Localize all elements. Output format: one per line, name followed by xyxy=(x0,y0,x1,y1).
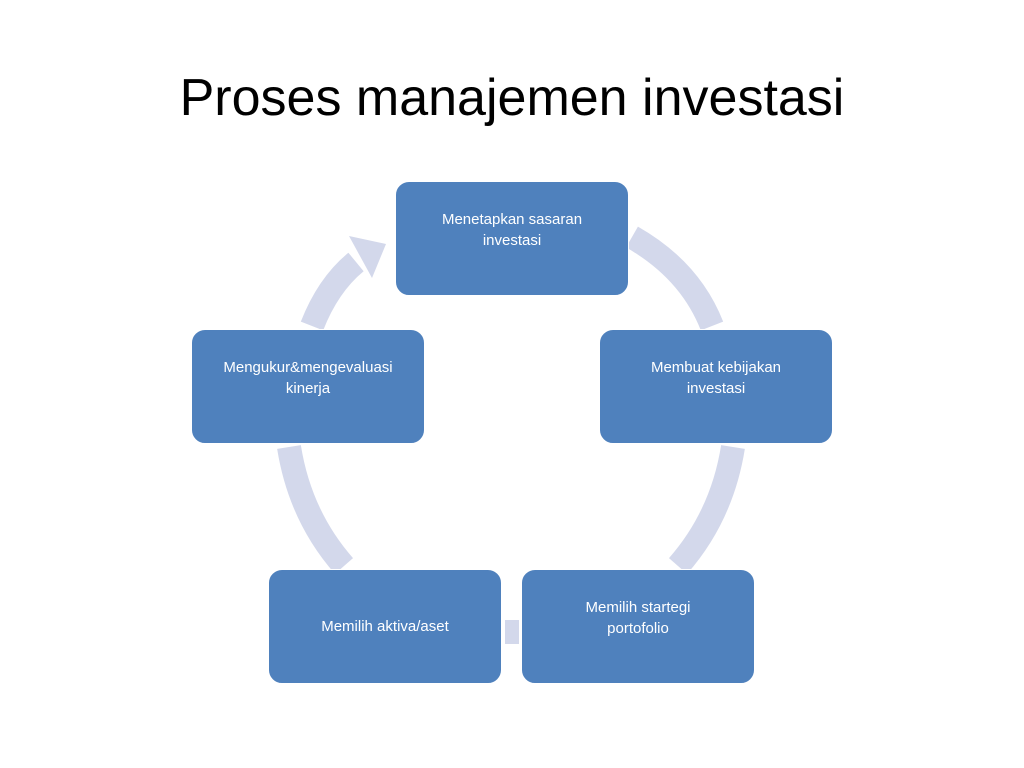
node-label: Menetapkan sasaran investasi xyxy=(441,210,583,249)
arc-segment-2-3 xyxy=(668,444,745,574)
arrow-head xyxy=(349,236,386,278)
node-select-assets: Memilih aktiva/aset xyxy=(268,569,502,684)
slide-title: Proses manajemen investasi xyxy=(179,69,845,127)
node-label: Mengukur&mengevaluasi kinerja xyxy=(223,358,393,397)
node-measure-evaluate: Mengukur&mengevaluasi kinerja xyxy=(191,329,425,444)
arc-segment-1-2 xyxy=(625,226,724,331)
node-portfolio-strategy: Memilih startegi portofolio xyxy=(521,569,755,684)
node-label: Memilih aktiva/aset xyxy=(321,618,449,635)
node-label: Membuat kebijakan investasi xyxy=(650,358,782,397)
arc-segment-4-5 xyxy=(277,444,354,574)
node-set-objectives: Menetapkan sasaran investasi xyxy=(395,181,629,296)
node-investment-policy: Membuat kebijakan investasi xyxy=(599,329,833,444)
arc-segment-5-1 xyxy=(300,252,364,331)
node-label: Memilih startegi portofolio xyxy=(585,598,691,637)
